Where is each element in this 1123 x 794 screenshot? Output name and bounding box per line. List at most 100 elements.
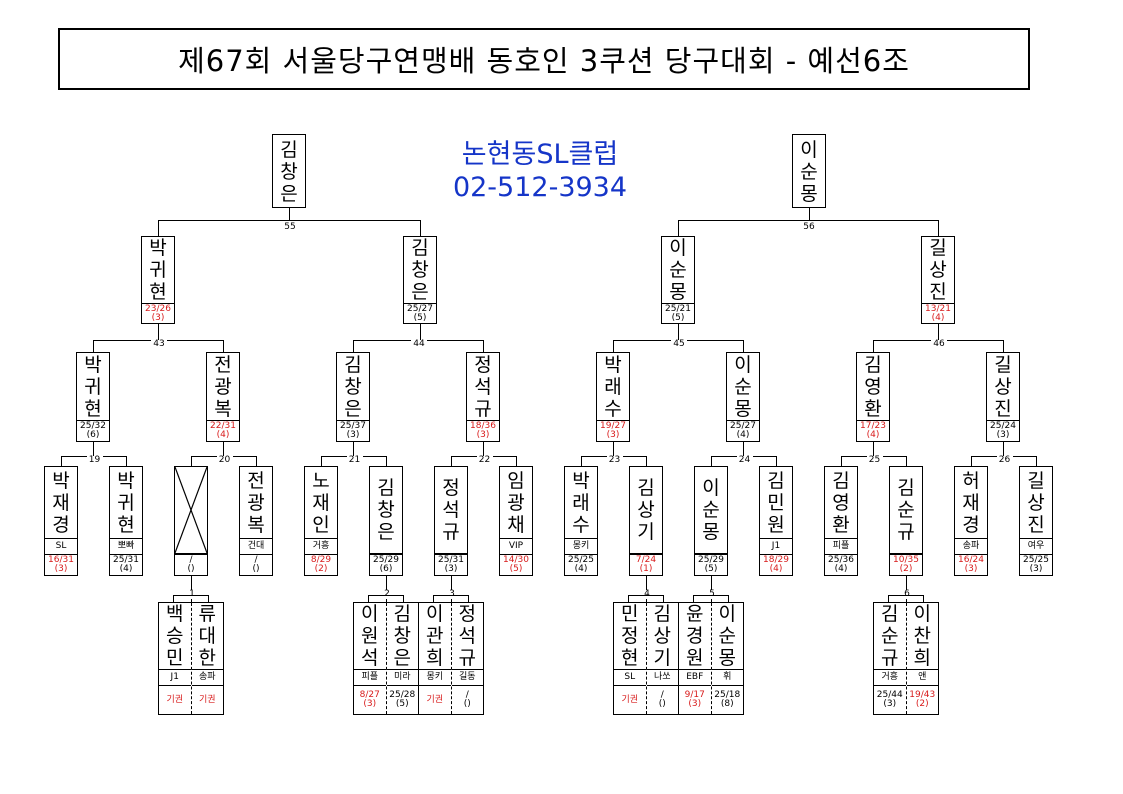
name-char: 정 [458,603,476,625]
score-count: (5) [509,564,523,574]
score-value: 8/27 [359,690,380,700]
name-char: 김 [280,139,298,161]
player-club: 여우 [1020,538,1052,554]
player-club: 거흥 [305,538,337,554]
score-value: 기권 [621,694,639,705]
name-char: 박 [84,353,102,376]
bracket-line [289,208,290,220]
player-club [695,553,727,554]
name-char: 찬 [913,625,931,647]
name-char: 이 [669,237,687,259]
bracket-line [223,442,224,456]
score-value: 기권 [166,694,184,705]
bracket-line [353,442,354,456]
name-char: 수 [604,397,622,420]
bracket-line [451,576,452,602]
match-score: 25/27(4) [727,420,759,441]
name-char: 김 [897,477,915,499]
name-char: 래 [604,375,622,398]
name-char: 길 [1027,469,1045,492]
name-char: 광 [507,491,525,514]
match-score: 8/29(2) [305,554,337,575]
name-char: 박 [572,469,590,492]
score-value: 25/24 [990,421,1016,431]
name-char: 이 [718,603,736,625]
bracket-line [208,595,209,602]
name-char: 김 [767,469,785,492]
name-char: 상 [1027,491,1045,514]
score-value: / [465,690,469,700]
name-char: 이 [702,477,720,499]
name-char: 박 [604,353,622,376]
name-char: 김 [637,477,655,499]
score-value: / [189,555,193,565]
name-char: 박 [149,237,167,259]
match-score: 기권 [191,685,223,714]
match-score: 14/30(5) [500,554,532,575]
score-count: (3) [1029,564,1043,574]
score-count: (3) [476,430,490,440]
score-count: (3) [996,430,1010,440]
bracket-line [368,595,369,602]
match-score: 25/31(3) [435,554,467,575]
bracket-line [646,456,647,466]
score-count: () [187,564,195,574]
score-count: (3) [54,564,68,574]
name-char: 몽 [800,183,818,205]
name-char: 규 [474,397,492,420]
bye-slot [175,467,207,553]
name-char: 창 [411,259,429,281]
match-score: 25/31(4) [110,554,142,575]
name-char: 몽 [718,647,736,669]
bracket-line [451,456,452,466]
score-count: (3) [688,699,702,709]
name-char: 래 [572,491,590,514]
bracket-line [663,595,664,602]
name-char: 전 [214,353,232,376]
score-value: 17/23 [860,421,886,431]
player-club: 송파 [955,538,987,554]
bracket-line [628,595,629,602]
score-value: 7/24 [635,555,657,565]
name-char: 희 [913,647,931,669]
name-char: 박 [117,469,135,492]
name-char: 전 [247,469,265,492]
bracket-line [158,220,421,221]
match-score: 23/26(3) [142,303,174,323]
score-count: () [463,699,471,709]
name-char: 상 [994,375,1012,398]
bracket-line [693,595,694,602]
score-count: (4) [119,564,133,574]
match-number: 44 [411,340,427,349]
match-score: /() [175,554,207,575]
bracket-line [906,576,907,602]
score-value: 25/31 [438,555,464,565]
match-number: 19 [86,456,103,465]
player-club [370,553,402,554]
name-char: 순 [897,499,915,521]
match-number: 26 [996,456,1013,465]
name-char: 몽 [702,521,720,543]
bracket-line [173,595,209,596]
